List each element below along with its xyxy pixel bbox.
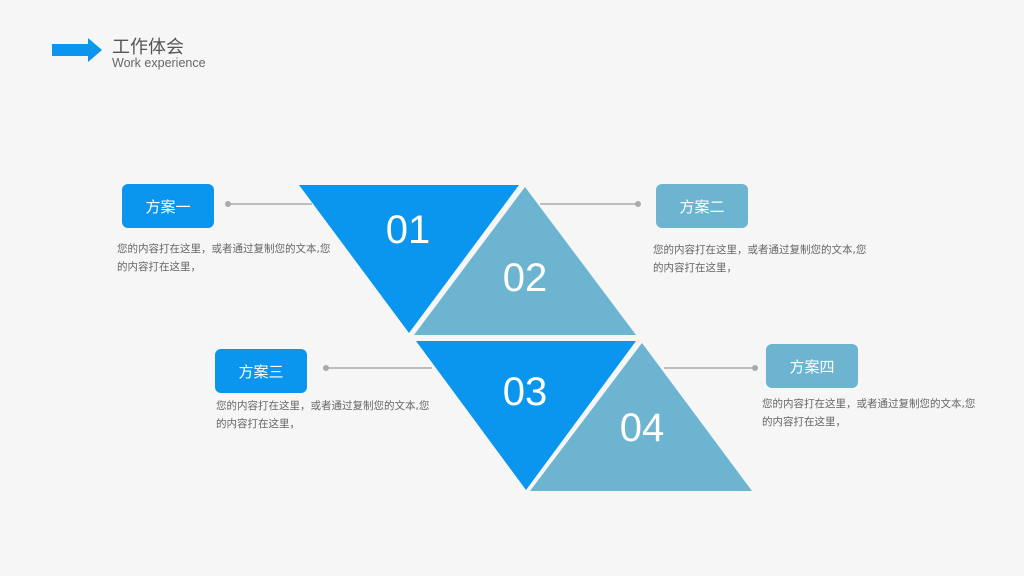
description-1: 您的内容打在这里，或者通过复制您的文本,您的内容打在这里， (117, 243, 331, 273)
triangle-number-04: 04 (619, 406, 665, 450)
label-box-4: 方案四 (766, 344, 858, 388)
label-box-3: 方案三 (215, 349, 307, 393)
label-box-2: 方案二 (656, 184, 748, 228)
connector-dot-2 (635, 201, 641, 207)
triangle-number-02: 02 (502, 256, 548, 300)
connector-dot-1 (225, 201, 231, 207)
page-subtitle: Work experience (112, 56, 206, 70)
connector-dot-4 (752, 365, 758, 371)
description-3: 您的内容打在这里，或者通过复制您的文本,您的内容打在这里， (216, 400, 430, 430)
label-box-1: 方案一 (122, 184, 214, 228)
triangle-04 (530, 343, 752, 491)
description-4: 您的内容打在这里，或者通过复制您的文本,您的内容打在这里， (762, 398, 976, 428)
triangle-number-01: 01 (385, 208, 431, 252)
triangle-02 (414, 187, 636, 335)
connector-dot-3 (323, 365, 329, 371)
description-2: 您的内容打在这里，或者通过复制您的文本,您的内容打在这里， (653, 244, 867, 274)
triangle-01 (299, 185, 519, 333)
triangle-03 (416, 341, 636, 490)
triangle-number-03: 03 (502, 370, 548, 414)
arrow-right-icon (52, 38, 102, 62)
page-title: 工作体会 (112, 37, 184, 58)
